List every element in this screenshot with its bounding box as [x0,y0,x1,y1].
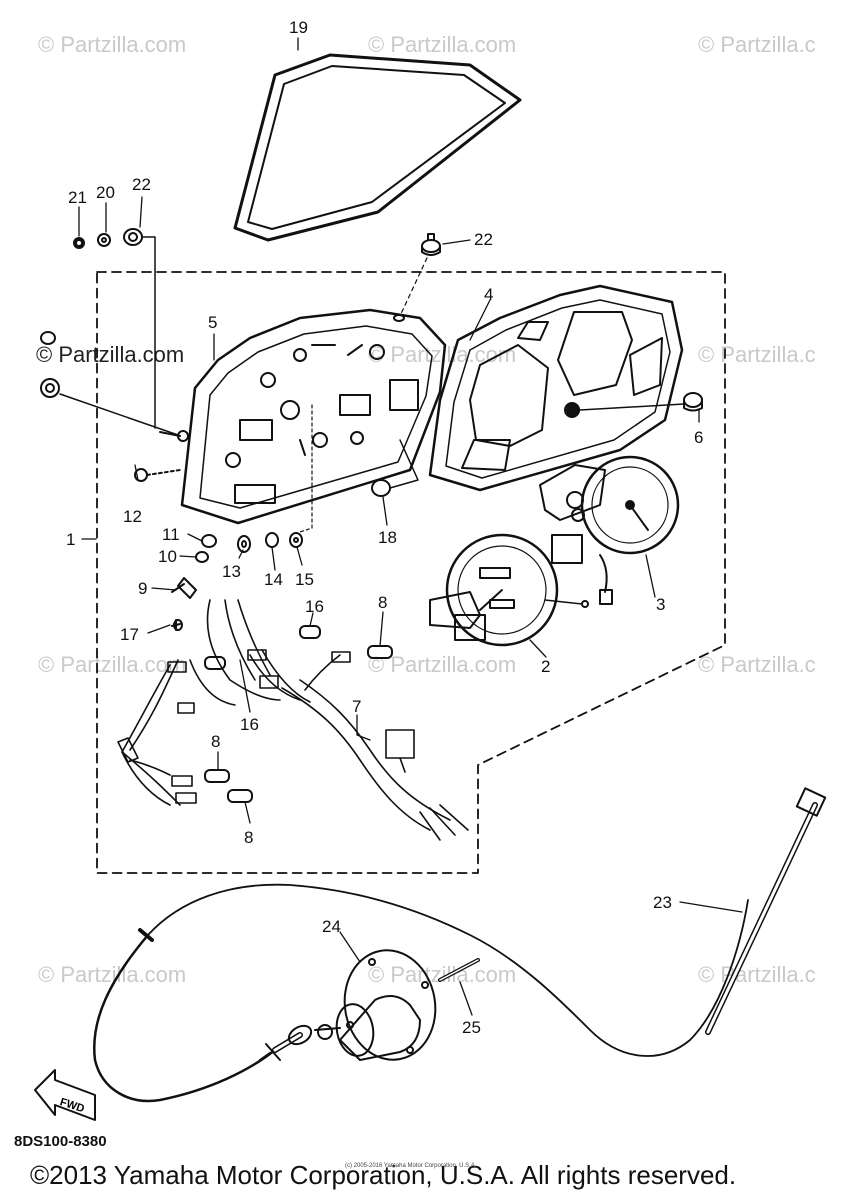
callout-5: 5 [208,313,217,332]
watermark: © Partzilla.com [368,32,517,57]
watermark: © Partzilla.com [38,652,187,677]
meter-gasket-ring [233,53,522,242]
forward-arrow-icon [34,1069,96,1121]
watermark: © Partzilla.com [36,342,185,367]
grommet-22-upper [421,233,441,256]
callout-12: 12 [123,507,142,526]
speedometer-cable [93,787,827,1103]
callout-10: 10 [158,547,177,566]
callout-4: 4 [484,285,493,304]
wiring-harness [117,599,469,841]
watermark: © Partzilla.c [698,652,816,677]
callout-21: 21 [68,188,87,207]
copyright-small-print: (c) 2005-2016 Yamaha Motor Corporation, … [345,1163,477,1169]
speedometer-unit [429,533,589,647]
callout-11: 11 [162,525,180,544]
callout-8: 8 [244,828,253,847]
callout-16: 16 [240,715,259,734]
watermark: © Partzilla.com [38,962,187,987]
callout-18: 18 [378,528,397,547]
assembly-outline [96,271,726,874]
callout-8: 8 [378,593,387,612]
callout-17: 17 [120,625,139,644]
callout-13: 13 [222,562,241,581]
callout-8: 8 [211,732,220,751]
callout-15: 15 [295,570,314,589]
callout-22: 22 [474,230,493,249]
tachometer-unit [539,455,680,605]
callout-23: 23 [653,893,672,912]
callouts: 19 21 20 22 22 5 4 6 1 12 11 10 9 13 14 … [66,18,703,1037]
callout-19: 19 [289,18,308,37]
watermark: © Partzilla.c [698,32,816,57]
callout-22: 22 [132,175,151,194]
meter-front-panel [428,284,684,492]
callout-14: 14 [264,570,283,589]
watermark: © Partzilla.c [698,342,816,367]
small-parts-top-left [73,228,156,429]
copyright-notice: ©2013 Yamaha Motor Corporation, U.S.A. A… [30,1160,737,1190]
callout-2: 2 [541,657,550,676]
callout-6: 6 [694,428,703,447]
callout-25: 25 [462,1018,481,1037]
callout-16: 16 [305,597,324,616]
watermark: © Partzilla.com [38,32,187,57]
diagram-part-code: 8DS100-8380 [14,1133,107,1150]
callout-20: 20 [96,183,115,202]
callout-9: 9 [138,579,147,598]
watermark: © Partzilla.c [698,962,816,987]
watermark: © Partzilla.com [368,962,517,987]
callout-3: 3 [656,595,665,614]
callout-24: 24 [322,917,341,936]
meter-rear-housing [180,308,447,525]
speedometer-gear-unit [314,949,437,1061]
callout-1: 1 [66,530,75,549]
callout-7: 7 [352,697,361,716]
watermark: © Partzilla.com [368,652,517,677]
